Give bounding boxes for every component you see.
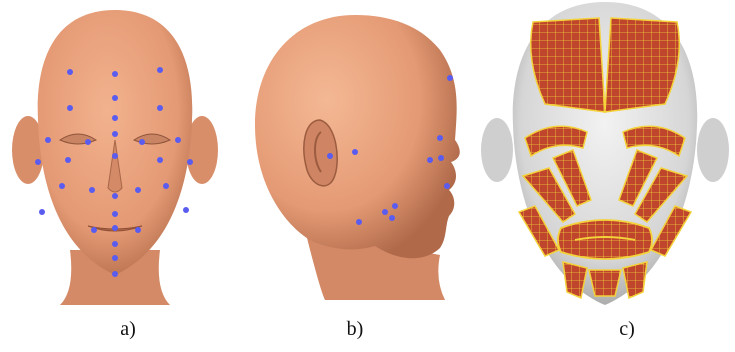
right-ear bbox=[697, 118, 729, 182]
caption-a: a) bbox=[120, 318, 136, 341]
orbicularis-oris-muscle bbox=[558, 220, 652, 259]
side-head-illustration bbox=[235, 0, 475, 310]
front-head-illustration bbox=[0, 0, 235, 310]
left-frontalis-muscle bbox=[531, 18, 605, 112]
caption-b: b) bbox=[347, 318, 364, 341]
panel-a-front-head bbox=[0, 0, 235, 310]
mentalis-muscle bbox=[589, 270, 621, 296]
muscle-model-illustration bbox=[475, 0, 735, 310]
right-frontalis-muscle bbox=[605, 18, 679, 112]
caption-c: c) bbox=[619, 318, 635, 341]
left-ear bbox=[481, 118, 513, 182]
panel-b-side-head bbox=[235, 0, 475, 310]
panel-c-muscle-model bbox=[475, 0, 735, 310]
